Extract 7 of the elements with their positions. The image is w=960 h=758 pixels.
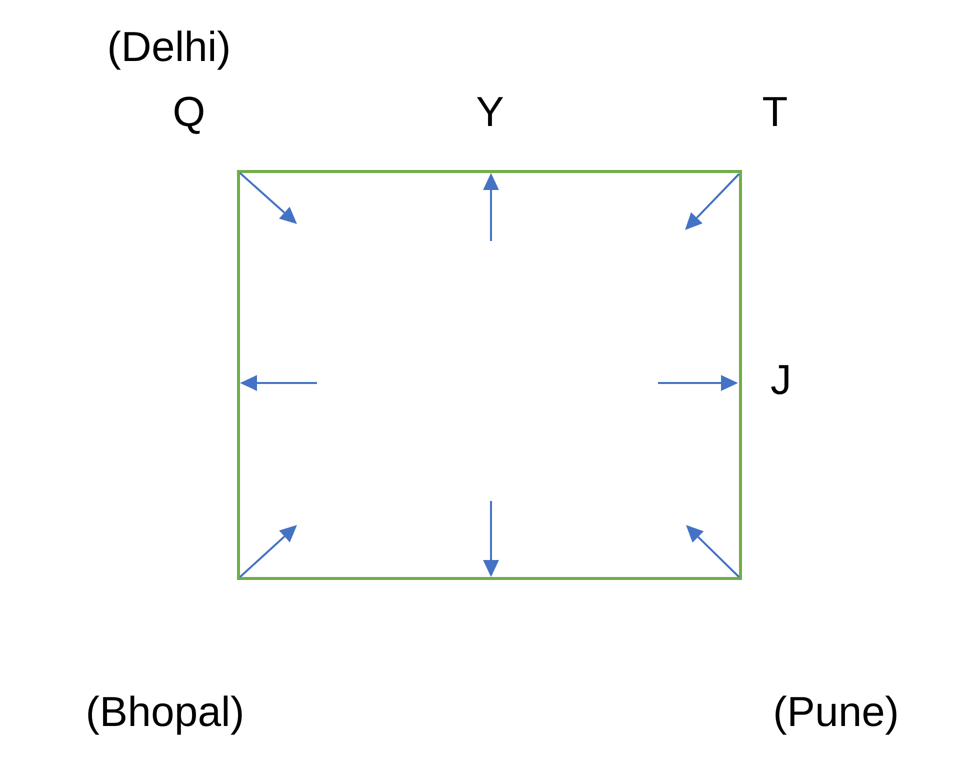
city-label: (Delhi) <box>107 26 231 68</box>
city-label: (Pune) <box>772 691 900 733</box>
position-letter: J <box>770 359 792 401</box>
position-letter: Q <box>172 91 206 133</box>
position-letter: T <box>762 91 788 133</box>
position-letter: Y <box>476 91 504 133</box>
city-label: (Bhopal) <box>86 691 244 733</box>
